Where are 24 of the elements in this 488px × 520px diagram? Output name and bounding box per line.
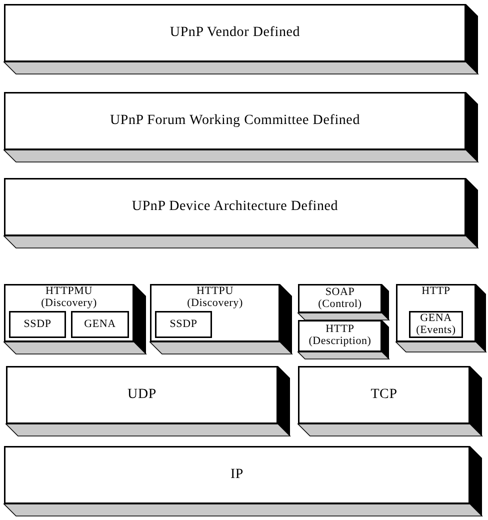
layer-label: UPnP Device Architecture Defined [132, 200, 338, 214]
layer-label: TCP [370, 388, 398, 402]
protocol-box [409, 311, 463, 338]
layer-subtitle: (Discovery) [41, 298, 97, 310]
layer-label: UDP [128, 388, 156, 402]
protocol-box [155, 311, 212, 338]
layer-label: GENA [420, 312, 452, 324]
layer-label: HTTP [326, 324, 354, 336]
layer-label: UPnP Vendor Defined [170, 26, 300, 40]
layer-subtitle: (Control) [318, 298, 362, 310]
protocol-box [71, 311, 129, 338]
layer-label: SSDP [24, 318, 52, 330]
layer-subtitle: (Discovery) [187, 298, 243, 310]
layer-label: UPnP Forum Working Committee Defined [110, 114, 360, 128]
protocol-box [9, 311, 66, 338]
layer-subtitle: (Events) [416, 324, 456, 336]
layer-label: HTTPMU [45, 286, 93, 298]
layer-label: IP [230, 468, 244, 482]
layer-subtitle: (Description) [308, 336, 372, 348]
layer-label: HTTP [422, 286, 450, 298]
layer-label: SOAP [325, 286, 355, 298]
layer-label: HTTPU [196, 286, 234, 298]
layer-label: GENA [84, 318, 116, 330]
layer-label: SSDP [170, 318, 198, 330]
